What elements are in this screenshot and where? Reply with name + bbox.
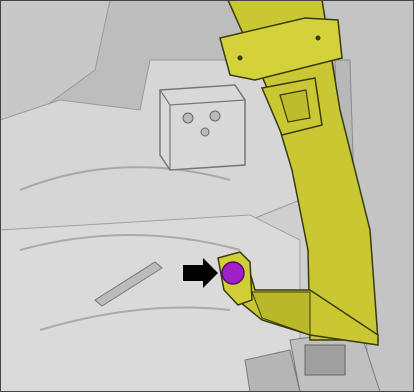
anchor-bolt-marker <box>222 262 244 284</box>
bracket <box>160 85 245 170</box>
